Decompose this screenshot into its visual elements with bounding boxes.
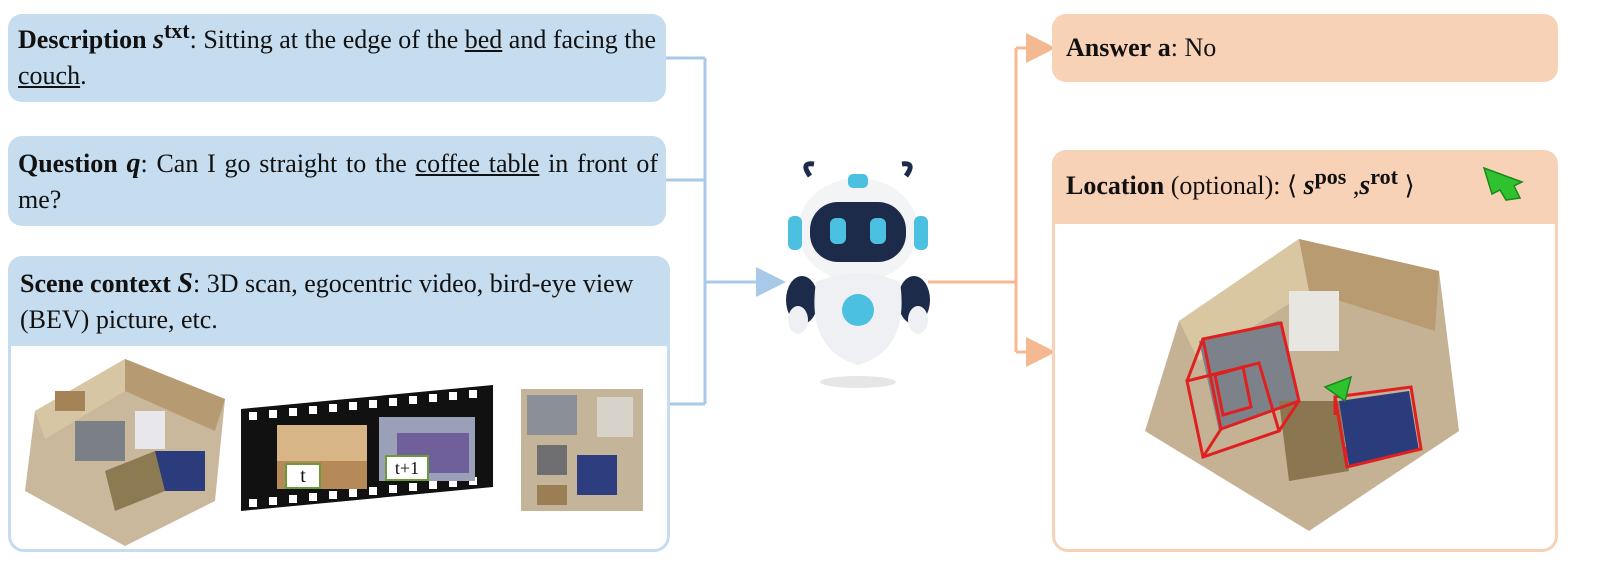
question-part-2: in front of me?	[18, 149, 659, 214]
description-part-1: Sitting at the edge of the	[203, 25, 465, 54]
answer-sep: :	[1170, 33, 1185, 62]
question-coffee-table: coffee table	[415, 149, 540, 178]
description-text: Description stxt: Sitting at the edge of…	[18, 20, 658, 94]
description-part-3: .	[80, 61, 87, 90]
question-label: Question	[18, 149, 118, 178]
description-part-2: and facing the	[502, 25, 657, 54]
bed-bounding-box	[1333, 385, 1423, 469]
scene-description: 3D scan, egocentric video, bird-eye view…	[20, 269, 634, 334]
agent-position-arrow-icon	[1323, 375, 1353, 403]
question-text: Question q: Can I go straight to the cof…	[18, 146, 658, 218]
scene-label: Scene context	[20, 269, 171, 298]
scan-3d-thumbnail	[25, 359, 225, 546]
location-optional: (optional):	[1164, 171, 1287, 200]
bev-picture-thumbnail	[521, 389, 643, 511]
location-open-bracket: ⟨	[1287, 171, 1304, 200]
location-s-pos-sup: pos	[1314, 164, 1347, 189]
answer-symbol: a	[1157, 33, 1171, 62]
description-label: Description	[18, 25, 147, 54]
scene-context-panel: Scene context S: 3D scan, egocentric vid…	[8, 256, 670, 552]
answer-box: Answer a: No	[1052, 14, 1558, 82]
green-arrow-icon	[1482, 166, 1524, 201]
scene-context-header: Scene context S: 3D scan, egocentric vid…	[8, 256, 670, 346]
scene-symbol: S	[177, 268, 193, 299]
location-close-bracket: ⟩	[1397, 171, 1415, 200]
question-part-1: Can I go straight to the	[156, 149, 416, 178]
scene-context-text: Scene context S: 3D scan, egocentric vid…	[20, 266, 660, 338]
location-s-rot: s	[1359, 170, 1371, 201]
location-s-pos: s	[1303, 170, 1315, 201]
scene-sep: :	[192, 269, 207, 298]
couch-bounding-box	[1185, 321, 1301, 459]
question-sep: :	[140, 149, 157, 178]
location-panel: Location (optional): ⟨ spos ,srot ⟩	[1052, 150, 1558, 552]
question-symbol: q	[126, 148, 141, 179]
description-symbol-sup: txt	[163, 18, 190, 43]
robot-assistant-icon	[786, 161, 930, 388]
location-comma: ,	[1346, 171, 1360, 200]
description-sep: :	[189, 25, 204, 54]
frame-label-t-plus-1: t+1	[385, 455, 429, 481]
question-box: Question q: Can I go straight to the cof…	[8, 136, 666, 226]
egocentric-video-filmstrip	[241, 385, 493, 511]
description-couch: couch	[18, 61, 81, 90]
location-label: Location	[1066, 171, 1165, 200]
location-s-rot-sup: rot	[1370, 164, 1398, 189]
answer-label: Answer	[1066, 33, 1152, 62]
answer-text: Answer a: No	[1066, 30, 1546, 66]
location-header: Location (optional): ⟨ spos ,srot ⟩	[1052, 150, 1558, 224]
input-connectors	[666, 56, 786, 406]
answer-value: No	[1184, 33, 1217, 62]
location-scan-view	[1145, 239, 1459, 531]
description-bed: bed	[464, 25, 503, 54]
location-text: Location (optional): ⟨ spos ,srot ⟩	[1066, 166, 1546, 204]
description-symbol: s	[153, 24, 164, 55]
frame-label-t: t	[285, 463, 321, 489]
description-box: Description stxt: Sitting at the edge of…	[8, 14, 666, 102]
output-connectors	[928, 33, 1056, 367]
